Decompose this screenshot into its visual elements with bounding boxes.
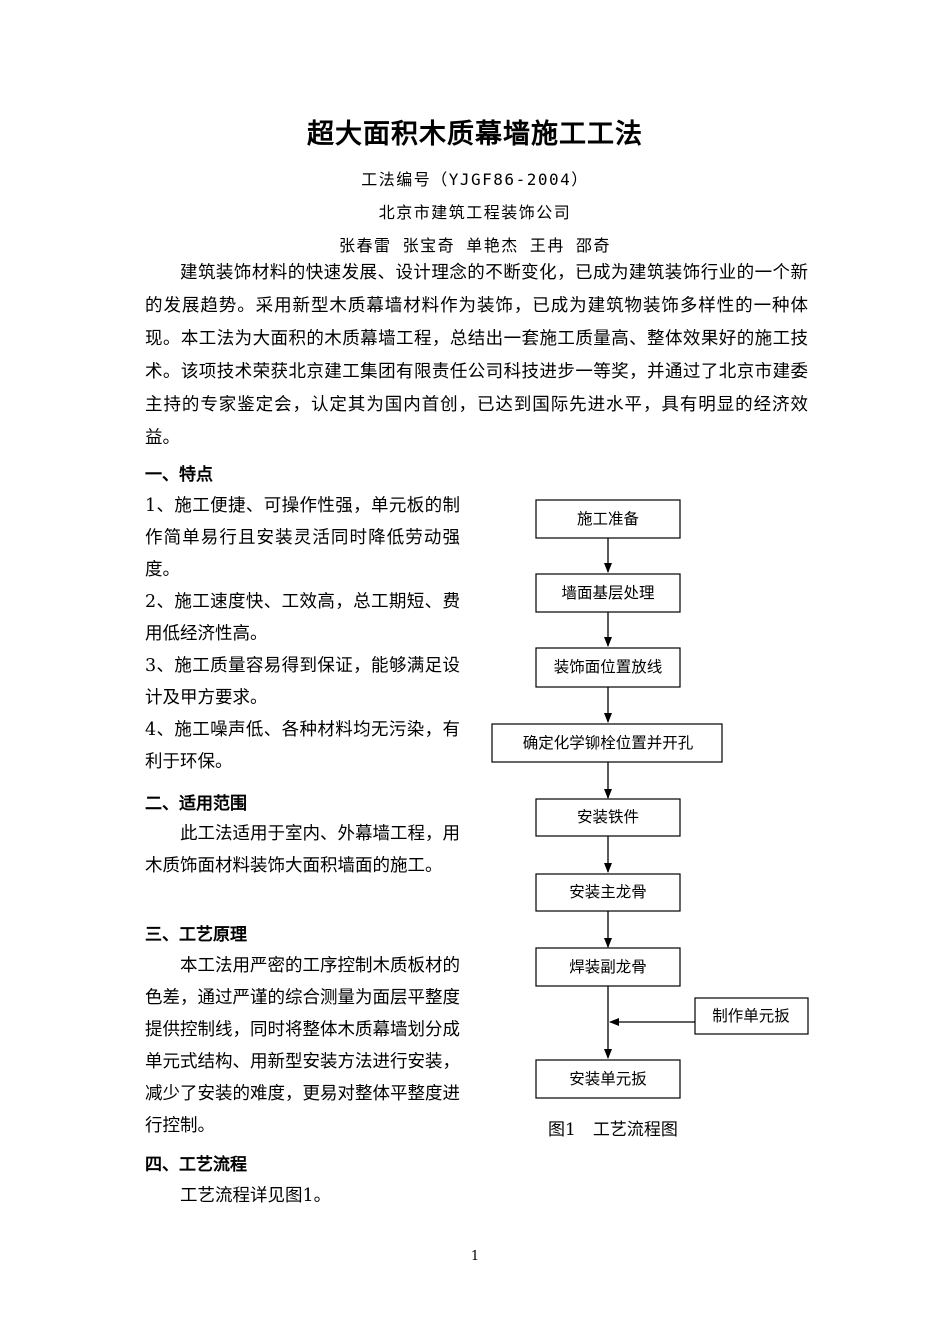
flow-step-label: 焊装副龙骨 xyxy=(569,958,647,976)
company-name: 北京市建筑工程装饰公司 xyxy=(378,203,572,222)
figure-caption: 图1 工艺流程图 xyxy=(548,1120,678,1140)
flow-side-step-box: 制作单元扳 xyxy=(694,997,809,1035)
flow-step-label: 墙面基层处理 xyxy=(561,584,654,602)
scope-paragraph: 此工法适用于室内、外幕墙工程，用木质饰面材料装饰大面积墙面的施工。 xyxy=(145,824,460,876)
process-paragraph: 工艺流程详见图1。 xyxy=(180,1186,332,1206)
feature-item: 4、施工噪声低、各种材料均无污染，有利于环保。 xyxy=(145,720,460,772)
flow-step-label: 确定化学铆栓位置并开孔 xyxy=(523,734,694,752)
flow-step-label: 安装单元扳 xyxy=(569,1069,647,1088)
flow-step-box: 装饰面位置放线 xyxy=(535,647,681,688)
flow-step-label: 安装铁件 xyxy=(577,808,639,826)
flow-step-box: 墙面基层处理 xyxy=(535,573,681,613)
feature-item: 3、施工质量容易得到保证，能够满足设计及甲方要求。 xyxy=(145,656,460,708)
feature-item: 2、施工速度快、工效高，总工期短、费用低经济性高。 xyxy=(145,592,460,644)
author-list: 张春雷 张宝奇 单艳杰 王冉 邵奇 xyxy=(338,236,612,255)
flow-step-label: 施工准备 xyxy=(577,510,640,528)
section-heading-features: 一、特点 xyxy=(145,465,213,485)
section-heading-scope: 二、适用范围 xyxy=(145,794,247,814)
flow-step-box: 安装主龙骨 xyxy=(535,873,681,912)
flow-step-box: 焊装副龙骨 xyxy=(535,947,681,987)
flow-step-label: 安装主龙骨 xyxy=(569,883,647,901)
method-code: 工法编号（YJGF86-2004） xyxy=(361,170,589,189)
flow-side-step-label: 制作单元扳 xyxy=(712,1006,790,1025)
flow-step-box: 施工准备 xyxy=(535,499,681,539)
intro-paragraph: 建筑装饰材料的快速发展、设计理念的不断变化，已成为建筑装饰行业的一个新的发展趋势… xyxy=(145,263,808,448)
document-title: 超大面积木质幕墙施工工法 xyxy=(307,119,643,150)
principle-paragraph: 本工法用严密的工序控制木质板材的色差，通过严谨的综合测量为面层平整度提供控制线，… xyxy=(145,956,460,1136)
section-heading-process: 四、工艺流程 xyxy=(145,1155,247,1175)
features-list: 1、施工便捷、可操作性强，单元板的制作简单易行且安装灵活同时降低劳动强度。 2、… xyxy=(145,490,460,778)
feature-item: 1、施工便捷、可操作性强，单元板的制作简单易行且安装灵活同时降低劳动强度。 xyxy=(145,496,460,580)
flow-step-box: 确定化学铆栓位置并开孔 xyxy=(491,723,723,763)
flow-step-box: 安装铁件 xyxy=(535,798,681,837)
page-number: 1 xyxy=(470,1249,480,1264)
flow-step-label: 装饰面位置放线 xyxy=(554,658,663,676)
flow-step-box: 安装单元扳 xyxy=(535,1059,681,1099)
section-heading-principle: 三、工艺原理 xyxy=(145,925,247,945)
process-flowchart: 施工准备 墙面基层处理 装饰面位置放线 确定化学铆栓位置并开孔 安装铁件 安装主… xyxy=(491,499,809,1099)
